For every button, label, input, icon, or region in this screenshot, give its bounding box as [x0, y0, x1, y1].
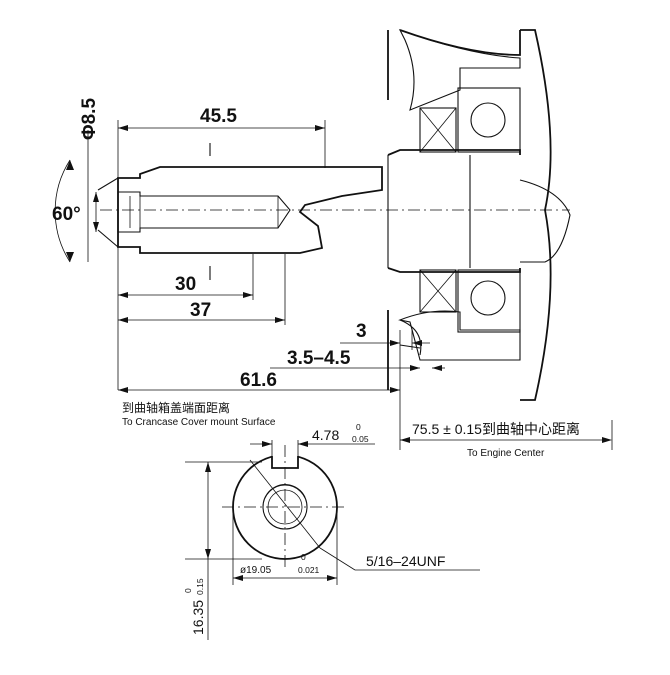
dim-30: 30: [175, 274, 196, 295]
dim-shaft-lower-tol: 0.021: [298, 565, 320, 575]
dim-shaft-diameter: ø19.05: [240, 565, 272, 576]
housing-lower: [398, 310, 521, 361]
dim-thread-diameter: Φ8.5: [79, 98, 100, 140]
shaft-section: [117, 166, 383, 254]
bearing-housing: [387, 29, 571, 401]
dim-45-5: 45.5: [200, 106, 237, 127]
shaft-section-view: [222, 445, 480, 571]
dim-3-5-4-5: 3.5–4.5: [287, 348, 351, 369]
dim-3: 3: [356, 321, 367, 342]
dim-keyway-upper-tol: 0: [356, 422, 361, 432]
cover-surface-en: To Crancase Cover mount Surface: [122, 417, 276, 428]
svg-text:Φ8.5: Φ8.5: [79, 98, 100, 140]
housing-upper: [398, 29, 521, 111]
engine-center-en: To Engine Center: [467, 448, 545, 459]
dimension-lines: [54, 120, 613, 450]
dim-key-depth: 16.35 0 0.15: [183, 578, 206, 635]
cover-surface-cn: 到曲轴箱盖端面距离: [122, 400, 230, 415]
svg-text:0.15: 0.15: [195, 578, 205, 595]
dimension-texts: 45.5 30 37 3 3.5–4.5 61.6 60° Φ8.5 到曲轴箱盖…: [52, 98, 580, 459]
dim-60-degree: 60°: [52, 204, 81, 225]
dim-37: 37: [190, 300, 211, 321]
dim-center-distance: 75.5 ± 0.15到曲轴中心距离: [412, 421, 580, 437]
svg-text:16.35: 16.35: [190, 600, 206, 635]
dim-thread-spec: 5/16–24UNF: [366, 553, 445, 569]
tapped-hole: [117, 191, 291, 233]
dim-keyway-width: 4.78: [312, 427, 339, 443]
dim-shaft-upper-tol: 0: [301, 552, 306, 562]
dim-keyway-lower-tol: 0.05: [352, 434, 369, 444]
section-dimensions: [185, 440, 375, 640]
section-dimension-texts: 4.78 0 0.05 ø19.05 0 0.021 5/16–24UNF 16…: [183, 422, 445, 635]
svg-text:0: 0: [183, 588, 193, 593]
shaft-side-view: [97, 143, 570, 280]
dim-61-6: 61.6: [240, 370, 277, 391]
